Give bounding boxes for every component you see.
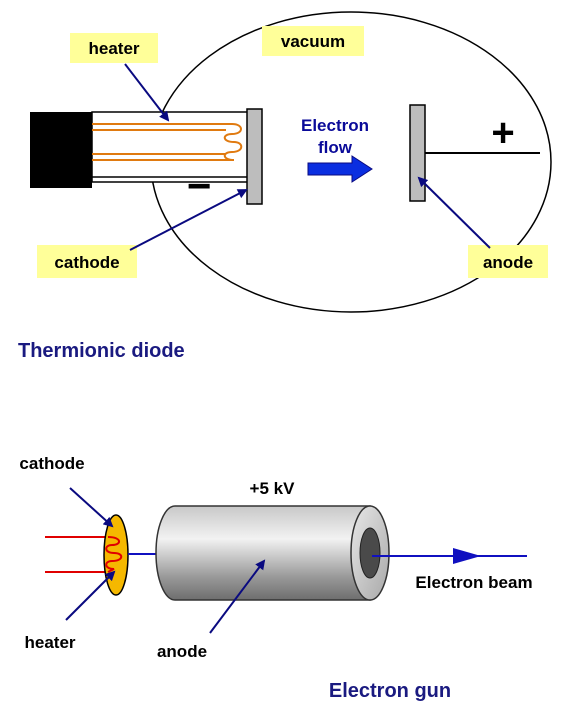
gun-anode-hole bbox=[359, 527, 381, 579]
heater-pointer bbox=[124, 63, 170, 122]
cathode-plate bbox=[246, 108, 263, 205]
gun-heater-label: heater bbox=[24, 633, 75, 652]
anode-label-box bbox=[468, 245, 548, 278]
cathode-holder-block bbox=[30, 112, 92, 188]
gun-cathode-disc bbox=[103, 514, 129, 596]
gun-cathode-label: cathode bbox=[19, 454, 84, 473]
heater-filament-inner bbox=[92, 129, 226, 155]
anode-pointer bbox=[417, 176, 491, 249]
electron-gun: +5 kV cathode heater anode Electron beam… bbox=[19, 454, 532, 702]
anode-label: anode bbox=[483, 253, 533, 272]
gun-beam-label: Electron beam bbox=[415, 573, 532, 592]
gun-heater-coil bbox=[105, 536, 123, 573]
cathode-label: cathode bbox=[54, 253, 119, 272]
vacuum-label-box bbox=[262, 26, 364, 56]
electron-flow-label-line1: Electron bbox=[301, 116, 369, 135]
diode-caption: Thermionic diode bbox=[18, 340, 185, 362]
gun-anode-pointer bbox=[209, 559, 266, 634]
cathode-label-box bbox=[37, 245, 137, 278]
cathode-pointer bbox=[129, 189, 248, 251]
minus-sign: − bbox=[187, 162, 212, 209]
gun-anode-cylinder bbox=[155, 505, 371, 601]
heater-label: heater bbox=[88, 39, 139, 58]
thermionic-diode: + − Electron flow heater vacuum cathode … bbox=[18, 11, 552, 362]
gun-heater-pointer bbox=[65, 570, 116, 621]
gun-voltage-label: +5 kV bbox=[250, 479, 296, 498]
electron-flow-label-line2: flow bbox=[318, 138, 353, 157]
gun-beam-arrowhead bbox=[453, 548, 481, 564]
heater-label-box bbox=[70, 33, 158, 63]
gun-caption: Electron gun bbox=[329, 680, 451, 702]
gun-cathode-pointer bbox=[69, 487, 114, 528]
electron-flow-arrow bbox=[307, 155, 373, 183]
anode-plate bbox=[409, 104, 426, 202]
vacuum-label: vacuum bbox=[281, 32, 345, 51]
cathode-tube bbox=[91, 111, 249, 183]
gun-anode-label: anode bbox=[157, 642, 207, 661]
plus-sign: + bbox=[491, 111, 514, 155]
